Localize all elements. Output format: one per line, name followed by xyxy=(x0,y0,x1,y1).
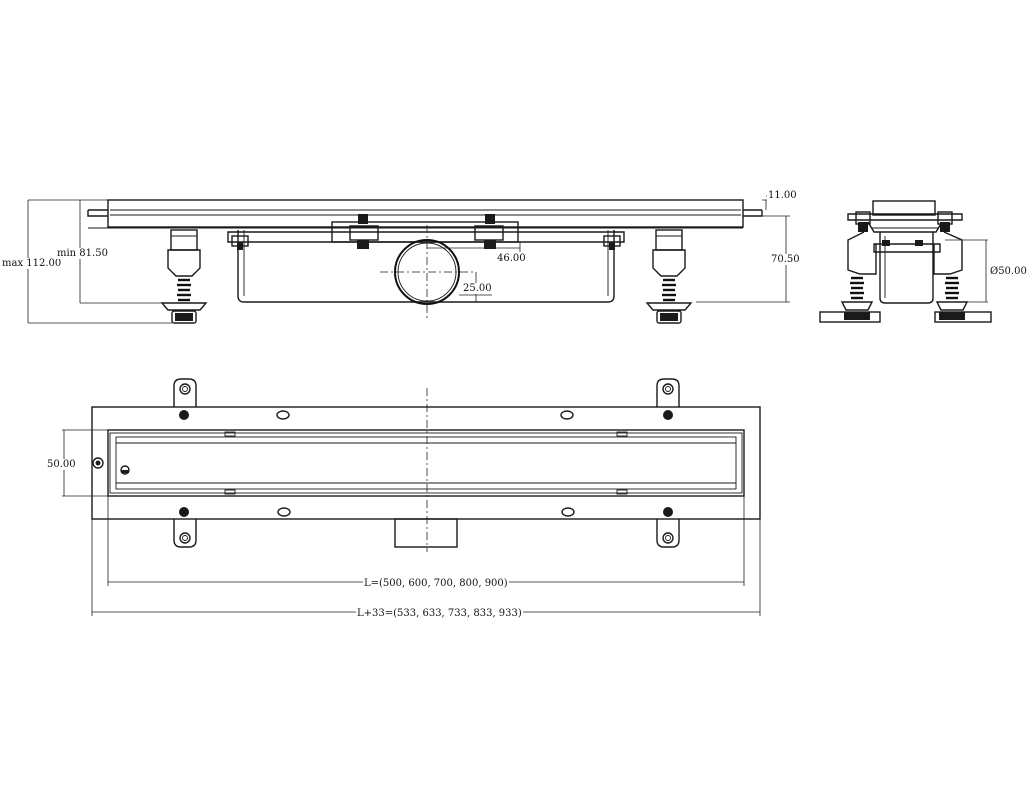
dim-grate-thickness: 11.00 xyxy=(768,190,797,201)
label-backdrop xyxy=(1,258,63,269)
label-backdrop xyxy=(46,459,77,470)
dim-length-l33: L+33=(533, 633, 733, 833, 933) xyxy=(357,608,522,619)
label-backdrop xyxy=(356,608,523,619)
dim-min-height: min 81.50 xyxy=(57,248,108,259)
dim-outlet-offset-v: 25.00 xyxy=(463,283,492,294)
label-backdrop xyxy=(462,283,493,294)
dim-outlet-offset-h: 46.00 xyxy=(497,253,526,264)
dim-channel-width: 50.00 xyxy=(47,459,76,470)
label-backdrop xyxy=(989,266,1028,277)
dim-outlet-diameter: Ø50.00 xyxy=(990,266,1027,277)
dim-length-l: L=(500, 600, 700, 800, 900) xyxy=(364,578,508,589)
label-backdrop xyxy=(363,578,509,589)
dim-body-height: 70.50 xyxy=(771,254,800,265)
label-backdrop xyxy=(770,254,801,265)
label-backdrop xyxy=(56,248,109,259)
label-backdrop xyxy=(496,253,527,264)
top-plan-view: 50.00 L=(500, 600, 700, 800, 900) L+33=(… xyxy=(46,378,761,619)
dim-max-height: max 112.00 xyxy=(2,258,61,269)
end-section-view: Ø50.00 xyxy=(819,200,1028,323)
side-elevation-view: max 112.00 min 81.50 11.00 70.50 46.00 2… xyxy=(1,190,801,324)
label-backdrop xyxy=(767,190,798,201)
